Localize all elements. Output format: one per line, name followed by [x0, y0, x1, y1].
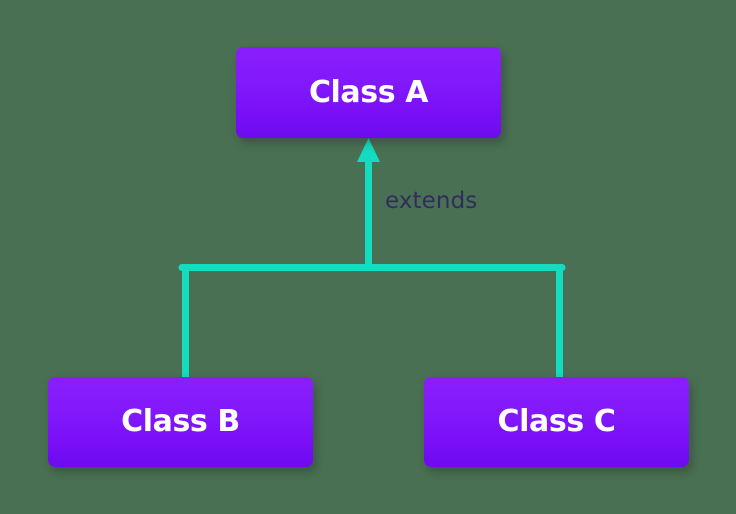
class-node-label: Class A	[308, 74, 429, 110]
class-node-class-a[interactable]: Class A	[236, 47, 501, 138]
class-node-class-b[interactable]: Class B	[48, 377, 313, 467]
class-node-class-c[interactable]: Class C	[424, 377, 689, 467]
class-node-label: Class B	[121, 404, 240, 439]
class-node-label: Class C	[497, 404, 616, 439]
arrow-head-icon	[357, 138, 380, 162]
edge-label-extends: extends	[385, 188, 478, 214]
